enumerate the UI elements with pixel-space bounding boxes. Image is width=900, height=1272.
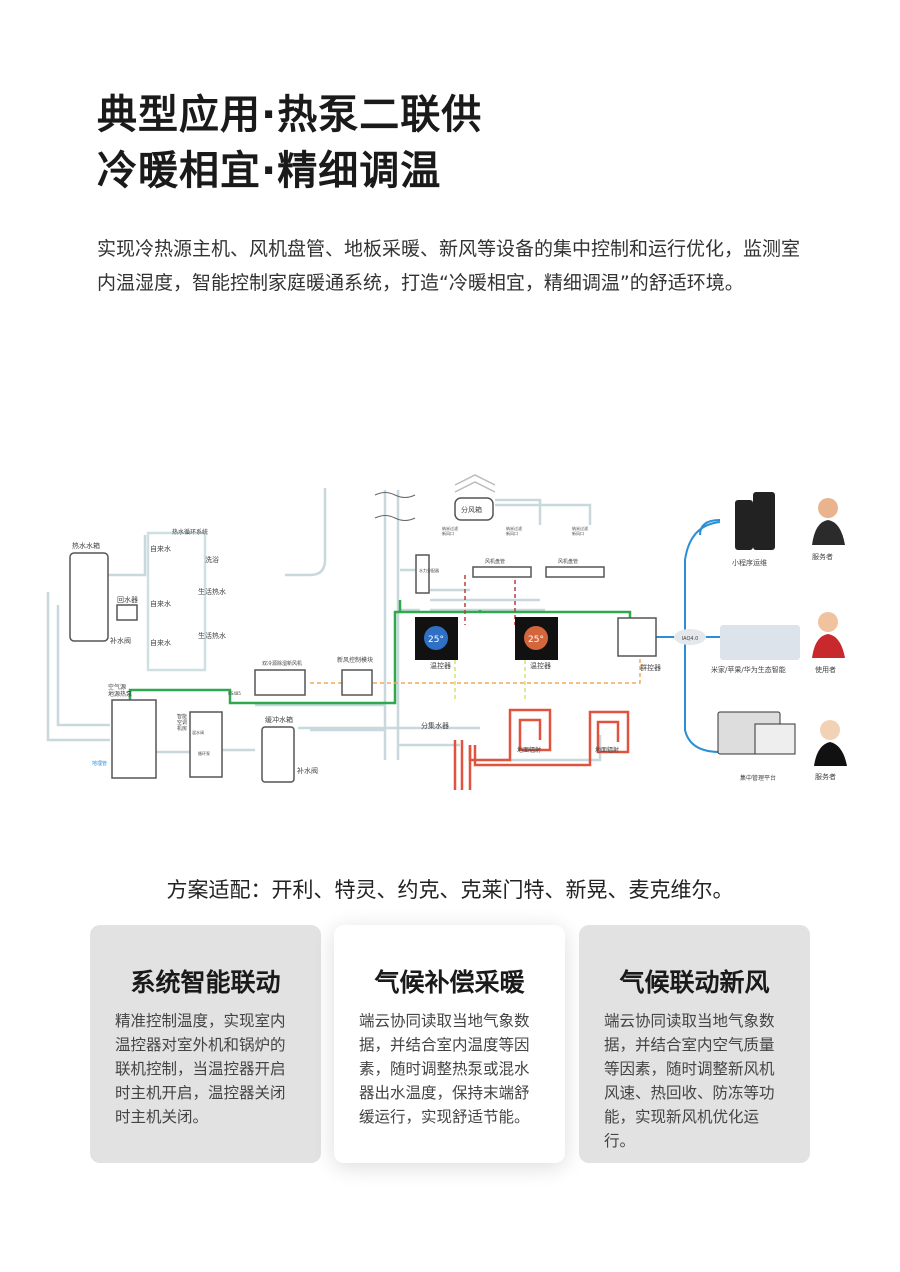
intro-paragraph: 实现冷热源主机、风机盘管、地板采暖、新风等设备的集中控制和运行优化，监测室内温湿… xyxy=(97,238,801,294)
diagram-label: 自来水 xyxy=(150,544,171,553)
diagram-label: 洗浴 xyxy=(205,555,219,564)
cloud-links xyxy=(655,519,740,753)
diagram-label: 群控器 xyxy=(640,663,661,672)
fan-coil-icon xyxy=(545,566,605,578)
diagram-label: 新风口 xyxy=(506,530,518,536)
diagram-label: 新风控制模块 xyxy=(337,656,373,664)
smart-room-icon xyxy=(189,711,223,778)
diagram-label: 服务者 xyxy=(812,552,833,561)
diagram-label: 生活热水 xyxy=(198,587,226,596)
rs485-bus xyxy=(128,610,632,720)
diagram-label: 纳米过滤 xyxy=(442,525,458,531)
buffer-tank-icon xyxy=(261,726,295,783)
diagram-label: 水力分配器 xyxy=(419,567,439,573)
diagram-label: 空气源 xyxy=(108,683,126,691)
system-diagram: 25° 25° IAQ4.0 热水水箱 热水循环系统 自来水 自来水 自来水 洗… xyxy=(46,474,847,790)
brand-compatibility: 方案适配：开利、特灵、约克、克莱门特、新晃、麦克维尔。 xyxy=(166,878,734,902)
phone-icon xyxy=(735,500,753,550)
feature-card: 气候联动新风 端云协同读取当地气象数据，并结合室内空气质量等因素，随时调整新风机… xyxy=(579,925,810,1163)
diagram-label: 新风口 xyxy=(572,530,584,536)
cloud-icon xyxy=(674,629,706,645)
card-body: 端云协同读取当地气象数据，并结合室内温度等因素，随时调整热泵或混水器出水温度，保… xyxy=(359,1012,530,1126)
heat-pump-icon xyxy=(111,699,157,779)
diagram-label: 25° xyxy=(528,635,544,645)
diagram-label: 温控器 xyxy=(530,661,551,670)
diagram-label: 智能 xyxy=(177,713,187,720)
diagram-label: 风机盘管 xyxy=(558,558,578,565)
diagram-label: 自来水 xyxy=(150,638,171,647)
floor-heating-pipes xyxy=(453,708,630,790)
diagram-label: 使用者 xyxy=(815,665,836,674)
phone-icon xyxy=(753,492,775,550)
diagram-label: 纳米过滤 xyxy=(572,525,588,531)
diagram-label: 温控器 xyxy=(430,661,451,670)
diagram-label: 地源热泵 xyxy=(108,690,132,698)
diagram-label: 补水阀 xyxy=(297,766,318,775)
title-line-1: 典型应用·热泵二联供 xyxy=(97,92,483,138)
water-pipes xyxy=(46,488,602,762)
fresh-air-module-icon xyxy=(341,669,373,696)
diagram-label: 分集水器 xyxy=(421,721,449,730)
card-title: 系统智能联动 xyxy=(130,968,281,997)
air-arrow-icon xyxy=(454,474,496,493)
diagram-label: 风机盘管 xyxy=(485,558,505,565)
diagram-label: 循环泵 xyxy=(198,750,210,756)
diagram-label: 自来水 xyxy=(150,599,171,608)
water-distributor-icon xyxy=(415,554,430,594)
hot-water-tank-icon xyxy=(69,552,109,642)
diagram-label: 补水阀 xyxy=(110,636,131,645)
servicer-avatar xyxy=(818,498,838,518)
diagram-label: 纳米过滤 xyxy=(506,525,522,531)
feature-card: 气候补偿采暖 端云协同读取当地气象数据，并结合室内温度等因素，随时调整热泵或混水… xyxy=(334,925,565,1163)
diagram-label: 热水循环系统 xyxy=(172,528,208,536)
diagram-label: 分风箱 xyxy=(461,505,482,514)
return-unit-icon xyxy=(116,604,138,621)
diagram-label: 地面辐射 xyxy=(517,746,541,754)
diagram-label: 混水阀 xyxy=(192,729,204,735)
diagram-label: 热水水箱 xyxy=(72,541,100,550)
diagram-label: 地面辐射 xyxy=(595,746,619,754)
fan-coil-icon xyxy=(472,566,532,578)
user-avatar xyxy=(818,612,838,632)
card-body: 端云协同读取当地气象数据，并结合室内空气质量等因素，随时调整新风机风速、热回收、… xyxy=(604,1012,775,1150)
diagram-label: 地埋管 xyxy=(92,760,107,767)
diagram-label: 25° xyxy=(428,635,444,645)
title-line-2: 冷暖相宜·精细调温 xyxy=(97,148,442,194)
diagram-label: 米家/苹果/华为生态智能 xyxy=(711,665,786,674)
diagram-label: 空调 xyxy=(177,719,187,726)
card-title: 气候联动新风 xyxy=(619,968,770,997)
diagram-label: 新风口 xyxy=(442,530,454,536)
feature-card: 系统智能联动 精准控制温度，实现室内温控器对室外机和锅炉的联机控制，当温控器开启… xyxy=(90,925,321,1163)
diagram-label: 回水器 xyxy=(117,595,138,604)
diagram-label: RS485 xyxy=(228,691,241,696)
diagram-label: 小程序运维 xyxy=(732,558,767,567)
fresh-air-unit-icon xyxy=(254,669,306,696)
diagram-label: 集中管理平台 xyxy=(740,774,776,782)
group-controller-icon xyxy=(617,617,657,657)
servicer-avatar xyxy=(820,720,840,740)
diagram-label: 机房 xyxy=(177,725,187,732)
diagram-label: 服务者 xyxy=(815,772,836,781)
smart-devices-icon xyxy=(720,625,800,660)
diagram-label: 缓冲水箱 xyxy=(265,715,293,724)
air-box-icon xyxy=(454,497,494,521)
diagram-label: 双冷源除湿新风机 xyxy=(262,660,302,667)
card-body: 精准控制温度，实现室内温控器对室外机和锅炉的联机控制，当温控器开启时主机开启，温… xyxy=(115,1012,286,1126)
diagram-label: 生活热水 xyxy=(198,631,226,640)
card-title: 气候补偿采暖 xyxy=(374,968,525,997)
diagram-label: IAQ4.0 xyxy=(682,636,699,642)
